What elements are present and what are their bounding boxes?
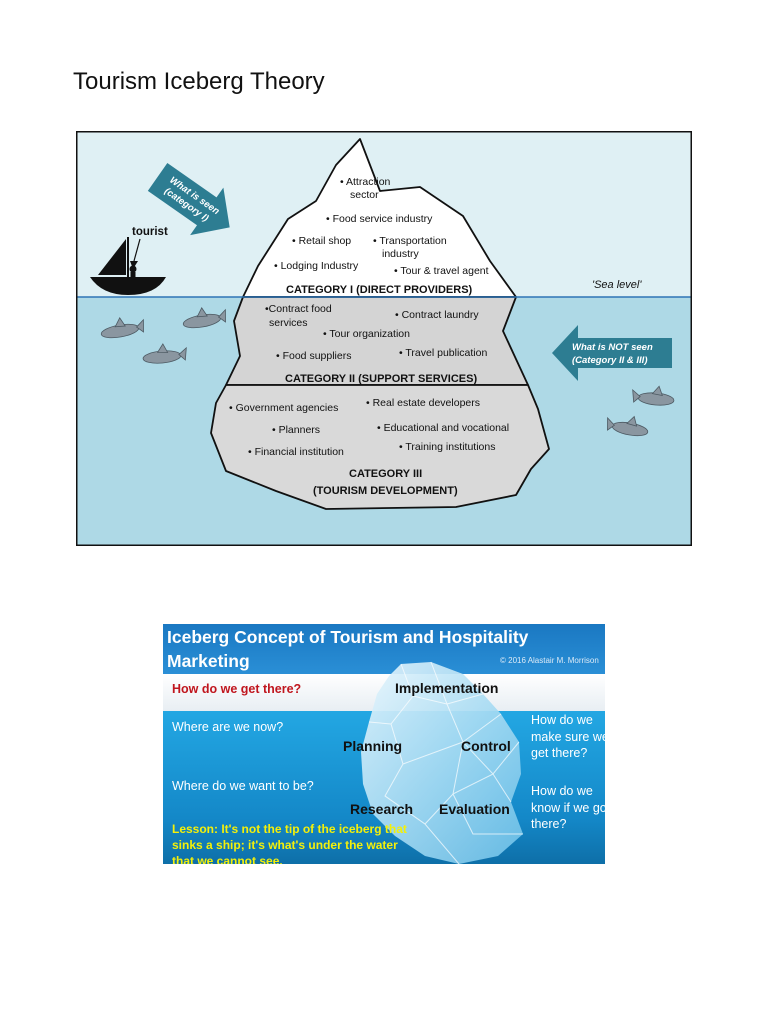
- not-seen-arrow-label: What is NOT seen: [572, 342, 653, 353]
- cat1-item: • Tour & travel agent: [394, 265, 489, 277]
- tourism-iceberg-diagram: • Attraction sector • Food service indus…: [76, 131, 692, 546]
- cat2-title: CATEGORY II (SUPPORT SERVICES): [285, 373, 477, 385]
- cat3-subtitle: (TOURISM DEVELOPMENT): [313, 485, 458, 497]
- slide-title: Iceberg Concept of Tourism and Hospitali…: [167, 627, 529, 671]
- question-where-now: Where are we now?: [172, 720, 284, 734]
- page-title: Tourism Iceberg Theory: [73, 68, 325, 95]
- not-seen-arrow: What is NOT seen (Category II & III): [552, 325, 672, 381]
- cat1-item: • Lodging Industry: [274, 260, 359, 272]
- tourist-label: tourist: [132, 226, 168, 238]
- label-evaluation: Evaluation: [439, 801, 510, 817]
- label-control: Control: [461, 738, 511, 754]
- slide-header: [163, 624, 605, 674]
- label-planning: Planning: [343, 738, 403, 754]
- cat1-item: • Retail shop: [292, 235, 351, 247]
- cat3-item: • Government agencies: [229, 402, 338, 414]
- cat3-item: • Educational and vocational: [377, 422, 509, 434]
- cat3-item: • Real estate developers: [366, 397, 480, 409]
- label-implementation: Implementation: [395, 680, 499, 696]
- cat1-item: sector: [350, 189, 379, 201]
- boat-icon: [90, 237, 166, 295]
- cat2-item: • Food suppliers: [276, 350, 351, 362]
- cat3-item: • Training institutions: [399, 441, 495, 453]
- marketing-iceberg-slide: Iceberg Concept of Tourism and Hospitali…: [163, 624, 605, 864]
- ice-shape-icon: [361, 661, 523, 864]
- slide-copyright: © 2016 Alastair M. Morrison: [500, 656, 599, 665]
- seen-arrow: What is seen (category I): [147, 162, 230, 236]
- question-how-get-there: How do we get there?: [172, 682, 302, 696]
- iceberg-base-category-3: [210, 384, 550, 510]
- question-make-sure: How do we make sure we get there?: [531, 713, 605, 760]
- question-where-want: Where do we want to be?: [172, 779, 314, 793]
- dolphin-icon: [100, 307, 675, 437]
- cat1-title: CATEGORY I (DIRECT PROVIDERS): [286, 284, 473, 296]
- tourist-pointer-head: [130, 261, 138, 269]
- cat1-item: • Food service industry: [326, 213, 433, 225]
- cat2-item: •Contract food: [265, 303, 332, 315]
- question-know: How do we know if we got there?: [531, 784, 605, 831]
- cat3-item: • Planners: [272, 424, 320, 436]
- diagram-frame: [76, 131, 692, 546]
- cat2-item: • Tour organization: [323, 328, 410, 340]
- cat3-title: CATEGORY III: [349, 468, 422, 480]
- cat2-item: • Travel publication: [399, 347, 487, 359]
- lesson-text: Lesson: It's not the tip of the iceberg …: [172, 822, 407, 864]
- label-research: Research: [350, 801, 414, 817]
- cat3-item: • Financial institution: [248, 446, 344, 458]
- sea-level-label: 'Sea level': [592, 279, 642, 291]
- cat1-item: • Attraction: [340, 176, 391, 188]
- cat2-item: services: [269, 317, 308, 329]
- tourist-pointer: [133, 238, 141, 262]
- cat1-item: industry: [382, 248, 420, 260]
- cat1-item: • Transportation: [373, 235, 447, 247]
- not-seen-arrow-label: (Category II & III): [572, 355, 647, 366]
- cat2-item: • Contract laundry: [395, 309, 479, 321]
